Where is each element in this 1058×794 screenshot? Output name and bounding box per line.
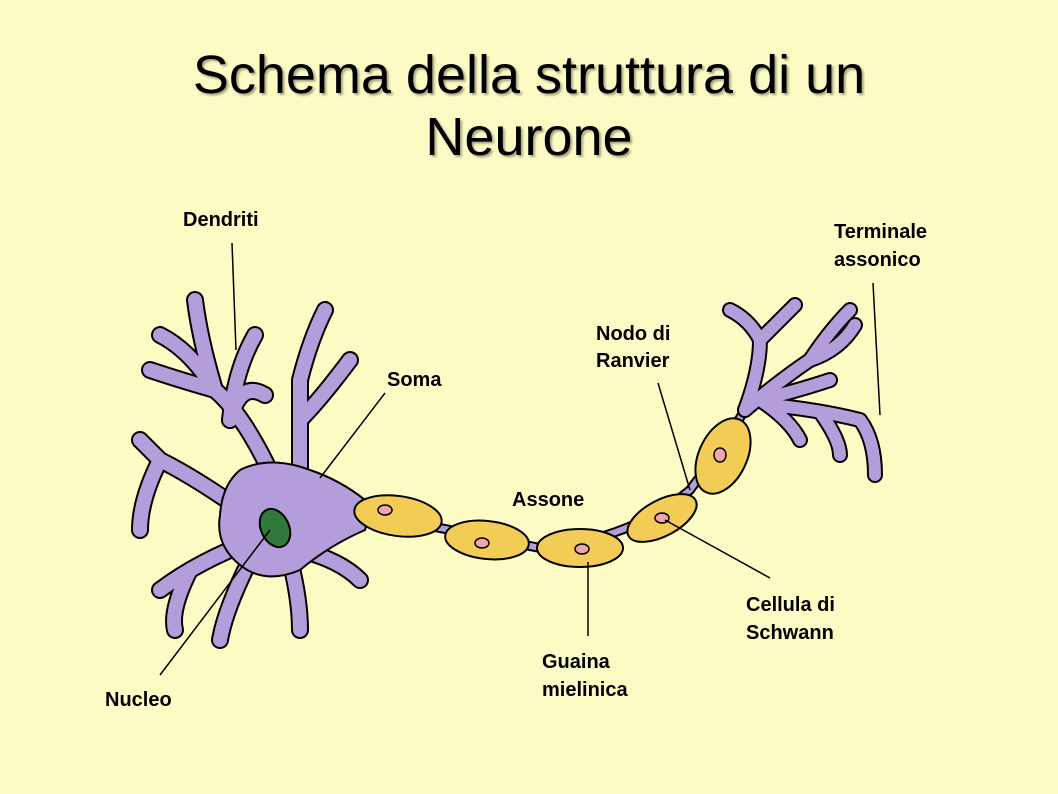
leader-cellula	[664, 519, 771, 579]
title-line-1: Schema della struttura di un	[192, 45, 866, 105]
label-nodo-1: Nodo di	[596, 323, 670, 345]
leader-nodo	[657, 382, 691, 491]
label-assone: Assone	[512, 489, 584, 511]
label-terminale-2: assonico	[834, 249, 921, 271]
label-dendriti: Dendriti	[183, 209, 259, 231]
title-line-2: Neurone	[425, 107, 633, 167]
label-guaina-1: Guaina	[542, 651, 611, 673]
axon-terminal-fill	[724, 299, 881, 481]
label-cellula-1: Cellula di	[746, 594, 835, 616]
schwann-cell-1	[353, 494, 443, 538]
leader-lines	[159, 242, 881, 676]
label-guaina-2: mielinica	[542, 679, 628, 701]
label-nucleo: Nucleo	[105, 689, 172, 711]
label-nodo-2: Ranvier	[596, 350, 670, 372]
label-soma: Soma	[387, 369, 442, 391]
label-cellula-2: Schwann	[746, 622, 834, 644]
leader-dendriti	[231, 242, 237, 351]
leader-soma	[319, 392, 386, 479]
page-title: Schema della struttura di un Neurone	[0, 44, 1058, 168]
leader-nucleo	[159, 529, 271, 676]
label-terminale-1: Terminale	[834, 221, 927, 243]
nucleus	[258, 507, 292, 549]
leader-terminale	[872, 282, 881, 416]
schwann-nuclei	[377, 447, 727, 555]
